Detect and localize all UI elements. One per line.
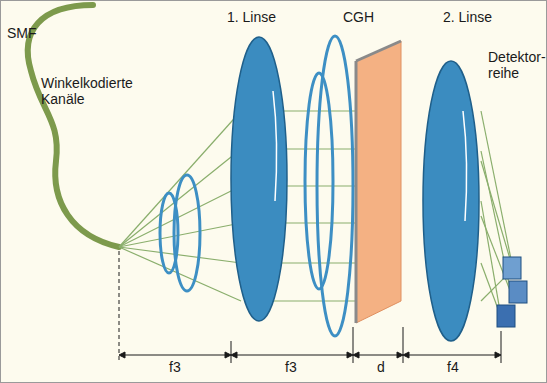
cgh-edge (356, 41, 401, 61)
cgh-label: CGH (343, 9, 374, 25)
detector-row (497, 257, 527, 327)
lens-label: 1. Linse (227, 9, 276, 25)
cgh-plate (356, 41, 401, 323)
lens-2 (423, 61, 479, 341)
dimension-label: f3 (167, 359, 183, 375)
detector-label: Detektor- reihe (488, 49, 544, 81)
lens-1 (231, 37, 287, 321)
dimension-label: f4 (445, 359, 461, 375)
hologram-rings (305, 36, 353, 336)
lens-highlight (273, 91, 277, 201)
fiber (28, 5, 119, 247)
fiber-label: SMF (7, 25, 37, 41)
dimension-label: d (375, 359, 387, 375)
dimension-lines (119, 251, 501, 363)
lens-label: 2. Linse (443, 9, 492, 25)
angle-rings (160, 175, 200, 291)
dimension-label: f3 (283, 359, 299, 375)
channel-label: Winkelkodierte Kanäle (41, 75, 145, 107)
lens-highlight (463, 111, 467, 221)
cgh-edge (355, 61, 358, 323)
